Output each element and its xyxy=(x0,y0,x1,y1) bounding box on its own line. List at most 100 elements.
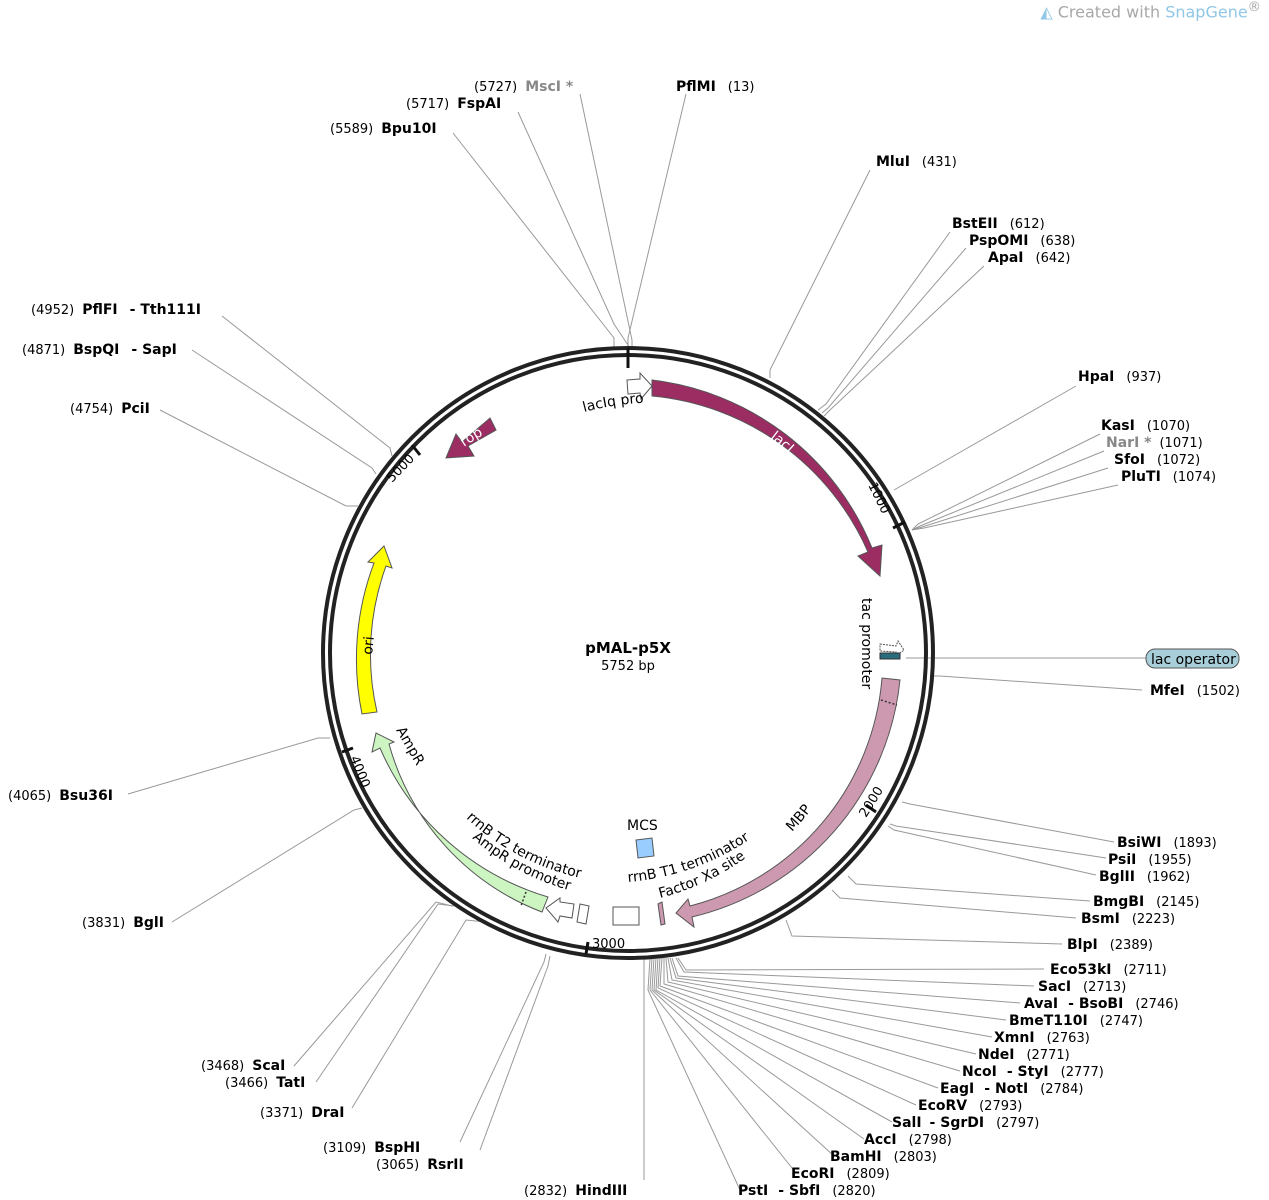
AmpR-label: AmpR xyxy=(393,724,428,768)
leader-xmnI xyxy=(667,957,993,1038)
site-ndeI: NdeI(2771) xyxy=(978,1047,1070,1063)
site-apaI: ApaI(642) xyxy=(988,250,1070,266)
rop-arrow xyxy=(445,417,497,459)
rrnB-T2-box xyxy=(576,903,590,925)
lacI-arrow xyxy=(651,379,883,578)
leader-lines xyxy=(127,93,1146,1191)
factor-xa-mark xyxy=(657,901,666,926)
tick-label-5000: 5000 xyxy=(384,452,418,486)
plasmid-length: 5752 bp xyxy=(601,659,655,674)
MCS-mark xyxy=(635,837,655,859)
tick-label-3000: 3000 xyxy=(592,937,625,952)
leader-bpu10I xyxy=(452,132,615,348)
site-pflFI: (4952)PflFI- Tth111I xyxy=(31,302,201,318)
tick-2000 xyxy=(865,803,877,814)
lac-operator-text: lac operator xyxy=(1151,652,1236,668)
site-pspOMI: PspOMI(638) xyxy=(969,233,1075,249)
site-sfoI: SfoI(1072) xyxy=(1114,452,1200,468)
site-pciI: (4754)PciI xyxy=(70,401,150,417)
site-bstEII: BstEII(612) xyxy=(952,216,1045,232)
leader-bsmI xyxy=(831,889,1077,919)
leader-fspAI xyxy=(517,111,631,349)
MBP-signal-divider xyxy=(880,699,898,706)
site-bspQI: (4871)BspQI- SapI xyxy=(22,342,177,358)
lac-operator-box xyxy=(1145,648,1240,669)
feature-rop: rop xyxy=(445,417,497,459)
feature-MCS: MCS xyxy=(627,818,658,859)
leader-sfoI xyxy=(911,467,1109,531)
site-pstI: PstI- SbfI(2820) xyxy=(738,1183,876,1199)
watermark-mark: ® xyxy=(1247,0,1261,15)
leader-bmeT110I xyxy=(669,957,1007,1021)
tick-5000 xyxy=(410,444,422,456)
site-eco53kI: Eco53kI(2711) xyxy=(1050,962,1167,978)
tac-promoter-text: tac promoter xyxy=(858,598,874,689)
site-ncoI: NcoI- StyI(2777) xyxy=(962,1064,1104,1080)
AmpR-signal-divider xyxy=(520,891,527,907)
site-tatI: (3466)TatI xyxy=(225,1075,305,1091)
tick-label-1000: 1000 xyxy=(864,480,892,516)
MBP-text: MBP xyxy=(783,802,815,835)
snapgene-watermark: ◭ Created with SnapGene® xyxy=(1040,0,1261,21)
site-bsu36I: (4065)Bsu36I xyxy=(8,788,113,804)
leader-mfeI xyxy=(930,675,1143,691)
tick-label-4000: 4000 xyxy=(346,754,372,790)
site-pflMI: PflMI(13) xyxy=(676,79,754,95)
site-xmnI: XmnI(2763) xyxy=(994,1030,1090,1046)
site-bamHI: BamHI(2803) xyxy=(830,1149,937,1165)
leader-pluTI xyxy=(911,484,1119,531)
site-sacI: SacI(2713) xyxy=(1038,979,1126,995)
site-salI: SalI- SgrDI(2797) xyxy=(892,1115,1039,1131)
leader-bsu36I xyxy=(127,737,330,795)
leader-bspQI xyxy=(191,349,377,475)
leader-pflMI xyxy=(627,93,687,348)
leader-draI xyxy=(351,919,487,1109)
tac-promoter-label: tac promoter xyxy=(858,598,874,689)
leader-eco53kI xyxy=(677,957,1045,971)
site-scaI: (3468)ScaI xyxy=(201,1058,285,1074)
tick-1000 xyxy=(892,520,906,530)
site-blpI: BlpI(2389) xyxy=(1067,937,1153,953)
feature-AmpR: AmpR xyxy=(371,724,549,913)
ori-text: ori xyxy=(360,636,378,656)
leader-kasI xyxy=(911,433,1101,531)
leader-bmgBI xyxy=(847,875,1091,902)
ori-label: ori xyxy=(360,636,378,656)
leader-pstI xyxy=(647,957,741,1191)
site-eagI: EagI- NotI(2784) xyxy=(940,1081,1083,1097)
site-labels: (5727)MscI * (5717)FspAI (5589)Bpu10I Pf… xyxy=(8,79,1240,1199)
leader-pflFI xyxy=(221,315,393,457)
site-hpaI: HpaI(937) xyxy=(1078,369,1161,385)
site-accI: AccI(2798) xyxy=(864,1132,952,1148)
leader-salI xyxy=(655,957,893,1123)
site-rsrII: (3065)RsrII xyxy=(376,1157,464,1173)
site-ecoRV: EcoRV(2793) xyxy=(918,1098,1022,1114)
leader-bglI xyxy=(171,807,363,923)
MBP-label: MBP xyxy=(783,802,815,835)
site-kasI: KasI(1070) xyxy=(1101,418,1190,434)
leader-blpI xyxy=(785,919,1063,945)
rrnB-T1-box xyxy=(612,906,640,926)
MCS-text: MCS xyxy=(627,818,658,834)
leader-bstEII xyxy=(817,231,951,411)
site-bsmI: BsmI(2223) xyxy=(1081,911,1175,927)
feature-lac-operator: lac operator xyxy=(879,648,1240,669)
leader-eagI xyxy=(659,957,939,1089)
leader-sacI xyxy=(675,957,1035,987)
leader-ecoRI xyxy=(649,957,797,1174)
leader-psiI xyxy=(889,823,1107,859)
leader-avaI xyxy=(671,957,1021,1004)
leader-accI xyxy=(653,957,865,1140)
leader-bsiWI xyxy=(901,801,1115,843)
site-bpu10I: (5589)Bpu10I xyxy=(330,121,437,137)
leader-bspHI xyxy=(459,953,547,1143)
lac-operator-mark xyxy=(879,652,901,660)
leader-narI xyxy=(911,450,1105,531)
site-bmeT110I: BmeT110I(2747) xyxy=(1009,1013,1143,1029)
leader-bamHI xyxy=(651,957,835,1157)
site-mluI: MluI(431) xyxy=(876,154,957,170)
site-bglI: (3831)BglI xyxy=(82,915,164,931)
site-bspHI: (3109)BspHI xyxy=(323,1140,420,1156)
site-bmgBI: BmgBI(2145) xyxy=(1093,894,1199,910)
